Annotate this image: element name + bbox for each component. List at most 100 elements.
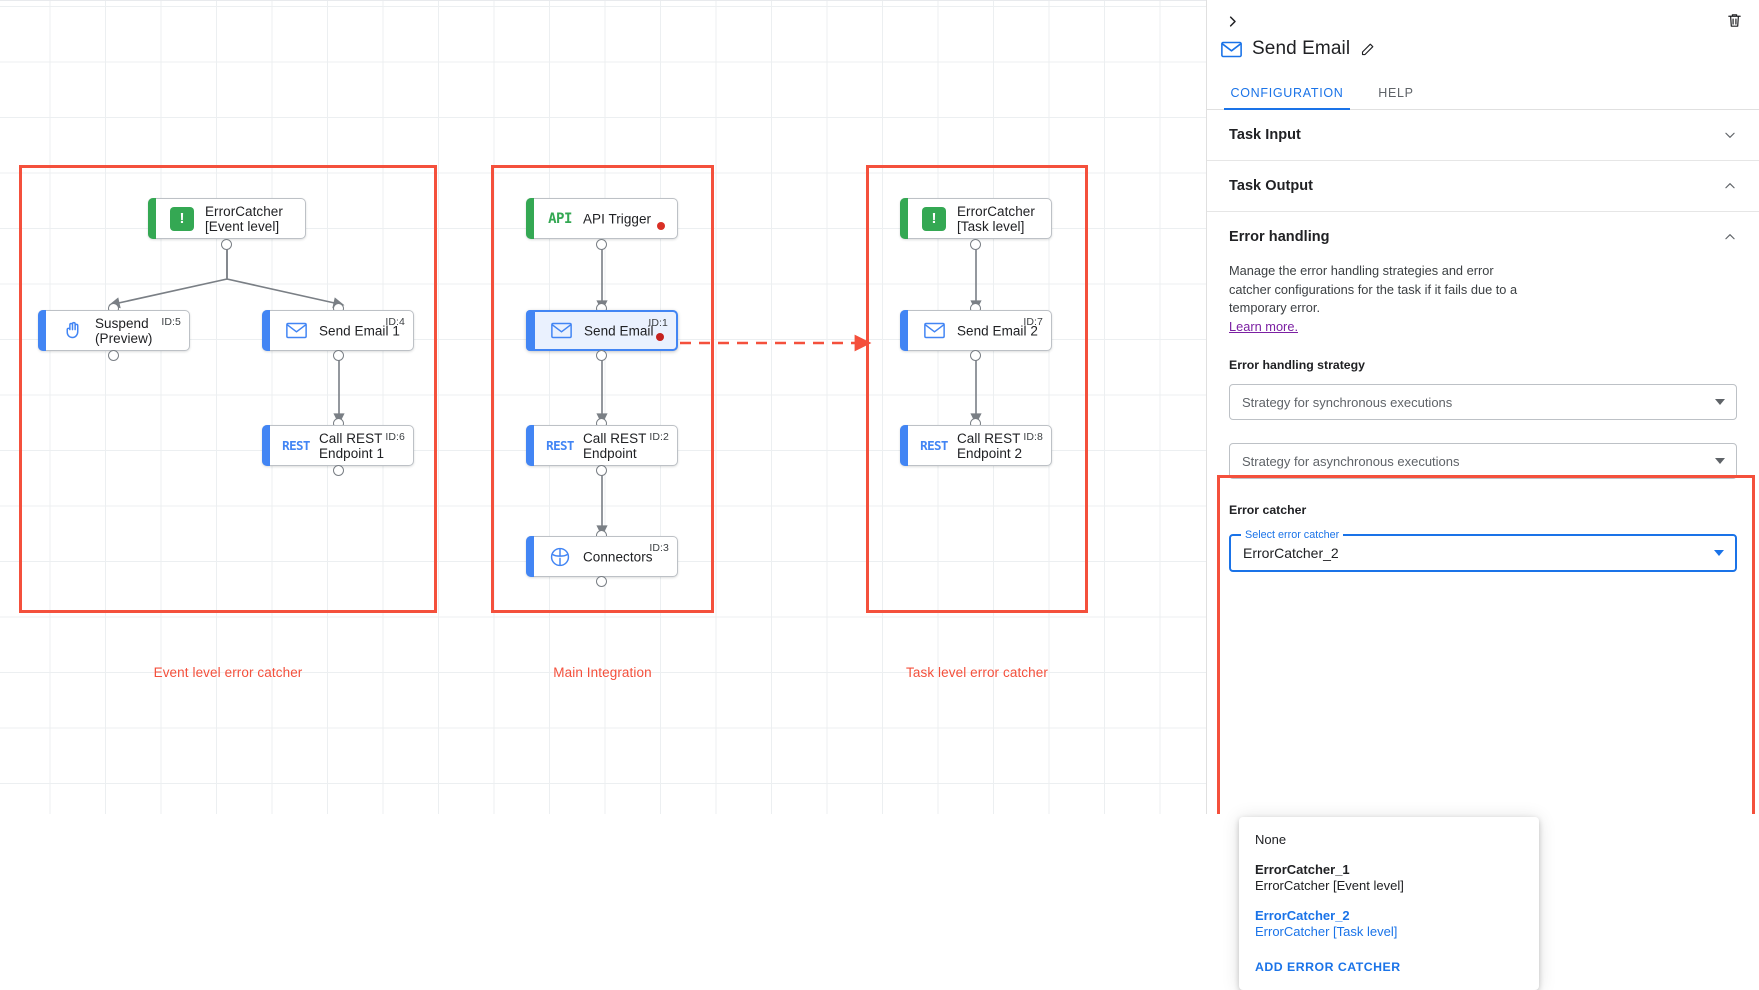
node-label: Send Email 2 (957, 323, 1038, 338)
node-send-email[interactable]: Send Email ID:1 (526, 310, 678, 351)
node-label: Connectors (583, 549, 653, 564)
chevron-down-icon (1723, 128, 1737, 142)
port-out[interactable] (596, 576, 607, 587)
section-error-handling-header[interactable]: Error handling (1207, 212, 1759, 262)
rest-icon: REST (282, 438, 310, 453)
menu-item-primary: ErrorCatcher_2 (1255, 908, 1350, 923)
trash-icon[interactable] (1721, 7, 1747, 33)
menu-item-primary: None (1255, 832, 1287, 847)
event-level-group (19, 165, 437, 613)
port-out[interactable] (970, 350, 981, 361)
workflow-canvas[interactable]: Event level error catcher Main Integrati… (0, 0, 1206, 814)
node-accent (900, 425, 908, 466)
chevron-up-icon (1723, 230, 1737, 244)
port-out[interactable] (970, 239, 981, 250)
node-id-tag: ID:5 (161, 316, 181, 328)
api-icon: API (548, 210, 572, 227)
node-id-tag: ID:4 (385, 316, 405, 328)
node-accent (148, 198, 156, 239)
panel-header: Send Email (1207, 0, 1759, 78)
async-strategy-value: Strategy for asynchronous executions (1242, 453, 1460, 469)
chevron-down-icon (1715, 458, 1725, 464)
node-call-rest-endpoint-1[interactable]: REST Call REST Endpoint 1 ID:6 (262, 425, 414, 466)
node-accent (262, 310, 270, 351)
chevron-up-icon (1723, 179, 1737, 193)
hand-icon (59, 318, 85, 344)
error-catcher-float-label: Select error catcher (1241, 529, 1344, 541)
node-suspend[interactable]: Suspend (Preview) ID:5 (38, 310, 190, 351)
pencil-icon[interactable] (1360, 42, 1375, 57)
rest-icon: REST (920, 438, 948, 453)
tab-configuration[interactable]: CONFIGURATION (1224, 78, 1350, 110)
port-out[interactable] (596, 465, 607, 476)
section-error-handling: Error handling Manage the error handling… (1207, 212, 1759, 990)
node-id-tag: ID:3 (649, 542, 669, 554)
node-accent (900, 198, 908, 239)
task-level-group (866, 165, 1088, 613)
node-accent (526, 425, 534, 466)
port-out[interactable] (221, 239, 232, 250)
envelope-icon (548, 318, 574, 344)
add-error-catcher-button[interactable]: ADD ERROR CATCHER (1255, 960, 1401, 974)
node-send-email-1[interactable]: Send Email 1 ID:4 (262, 310, 414, 351)
error-catcher-value: ErrorCatcher_2 (1243, 545, 1339, 561)
port-out[interactable] (333, 465, 344, 476)
error-handling-strategy-label: Error handling strategy (1229, 358, 1365, 372)
tab-help[interactable]: HELP (1378, 86, 1414, 100)
task-level-group-label: Task level error catcher (906, 665, 1048, 680)
error-handling-description: Manage the error handling strategies and… (1229, 262, 1524, 336)
node-label: Suspend (Preview) (95, 315, 153, 346)
main-integration-group (491, 165, 714, 613)
menu-item-errorcatcher-2[interactable]: ErrorCatcher_2 ErrorCatcher [Task level] (1239, 901, 1539, 947)
menu-item-errorcatcher-1[interactable]: ErrorCatcher_1 ErrorCatcher [Event level… (1239, 855, 1539, 901)
node-error-catcher-event[interactable]: ! ErrorCatcher [Event level] (148, 198, 306, 239)
node-call-rest-endpoint-2[interactable]: REST Call REST Endpoint 2 ID:8 (900, 425, 1052, 466)
error-catcher-dropdown-menu[interactable]: None ErrorCatcher_1 ErrorCatcher [Event … (1239, 817, 1539, 990)
node-api-trigger[interactable]: API API Trigger (526, 198, 678, 239)
error-indicator-dot (656, 333, 664, 341)
node-error-catcher-task[interactable]: ! ErrorCatcher [Task level] (900, 198, 1052, 239)
chevron-down-icon (1715, 399, 1725, 405)
node-accent (262, 425, 270, 466)
section-task-input-header[interactable]: Task Input (1207, 110, 1759, 160)
panel-tabs: CONFIGURATION HELP (1207, 78, 1759, 110)
port-out[interactable] (596, 350, 607, 361)
port-out[interactable] (333, 350, 344, 361)
node-label: Call REST Endpoint 1 (319, 430, 385, 461)
node-call-rest-endpoint[interactable]: REST Call REST Endpoint ID:2 (526, 425, 678, 466)
node-id-tag: ID:2 (649, 431, 669, 443)
sync-strategy-select[interactable]: Strategy for synchronous executions (1229, 384, 1737, 420)
chevron-right-icon[interactable] (1219, 8, 1245, 34)
node-send-email-2[interactable]: Send Email 2 ID:7 (900, 310, 1052, 351)
port-out[interactable] (596, 239, 607, 250)
section-task-input: Task Input (1207, 110, 1759, 161)
node-label: ErrorCatcher [Event level] (205, 203, 283, 234)
chevron-down-icon (1714, 550, 1724, 556)
section-label: Task Output (1229, 178, 1314, 194)
node-id-tag: ID:1 (648, 317, 668, 329)
section-task-output: Task Output (1207, 161, 1759, 212)
node-accent (526, 198, 534, 239)
node-label: Call REST Endpoint 2 (957, 430, 1023, 461)
section-task-output-header[interactable]: Task Output (1207, 161, 1759, 211)
node-accent (526, 310, 535, 351)
port-out[interactable] (108, 350, 119, 361)
connectors-icon (547, 544, 573, 570)
section-label: Task Input (1229, 127, 1301, 143)
async-strategy-select[interactable]: Strategy for asynchronous executions (1229, 443, 1737, 479)
error-catcher-select[interactable]: Select error catcher ErrorCatcher_2 (1229, 529, 1737, 572)
canvas-top-divider (0, 0, 1206, 1)
node-connectors[interactable]: Connectors ID:3 (526, 536, 678, 577)
node-accent (526, 536, 534, 577)
node-label: API Trigger (583, 211, 652, 226)
error-indicator-dot (657, 222, 665, 230)
node-label: Call REST Endpoint (583, 430, 647, 461)
sync-strategy-value: Strategy for synchronous executions (1242, 394, 1453, 410)
node-id-tag: ID:7 (1023, 316, 1043, 328)
main-integration-group-label: Main Integration (553, 665, 652, 680)
menu-item-none[interactable]: None (1239, 825, 1539, 855)
error-catcher-label: Error catcher (1229, 503, 1307, 517)
learn-more-link[interactable]: Learn more. (1229, 318, 1298, 334)
error-catcher-icon: ! (169, 206, 195, 232)
node-accent (900, 310, 908, 351)
